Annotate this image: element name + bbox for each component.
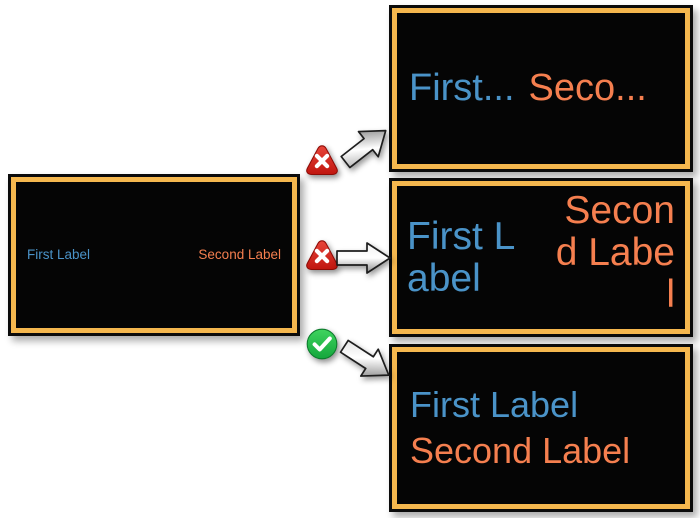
source-first-label: First Label	[27, 247, 91, 263]
wrapped-panel-gold-frame: First Label Second Label	[392, 181, 690, 334]
wrapped-first-label: First Label	[407, 215, 516, 301]
correct-panel-gold-frame: First Label Second Label	[392, 347, 690, 509]
arrow-right-icon	[334, 240, 394, 276]
source-panel-screen: First Label Second Label	[16, 182, 292, 328]
result-panel-correct: First Label Second Label	[389, 344, 693, 512]
result-panel-truncated: First... Seco...	[389, 5, 693, 172]
source-layout-panel: First Label Second Label	[8, 174, 300, 336]
correct-panel-screen: First Label Second Label	[397, 352, 685, 504]
truncated-panel-gold-frame: First... Seco...	[392, 8, 690, 169]
wrapped-second-label: Second Label	[555, 189, 675, 317]
error-triangle-icon	[303, 237, 341, 275]
success-check-icon	[303, 325, 341, 363]
arrow-up-right-icon	[336, 120, 396, 172]
result-panel-wrapped: First Label Second Label	[389, 178, 693, 337]
source-second-label: Second Label	[198, 247, 281, 263]
correct-second-label: Second Label	[410, 430, 631, 471]
truncated-panel-screen: First... Seco...	[397, 13, 685, 164]
error-triangle-icon	[303, 142, 341, 180]
arrow-down-right-icon	[336, 336, 398, 386]
truncated-second-label: Seco...	[528, 66, 647, 109]
wrapped-panel-screen: First Label Second Label	[397, 186, 685, 329]
correct-first-label: First Label	[410, 383, 579, 425]
source-panel-gold-frame: First Label Second Label	[11, 177, 297, 333]
truncated-first-label: First...	[409, 66, 515, 109]
